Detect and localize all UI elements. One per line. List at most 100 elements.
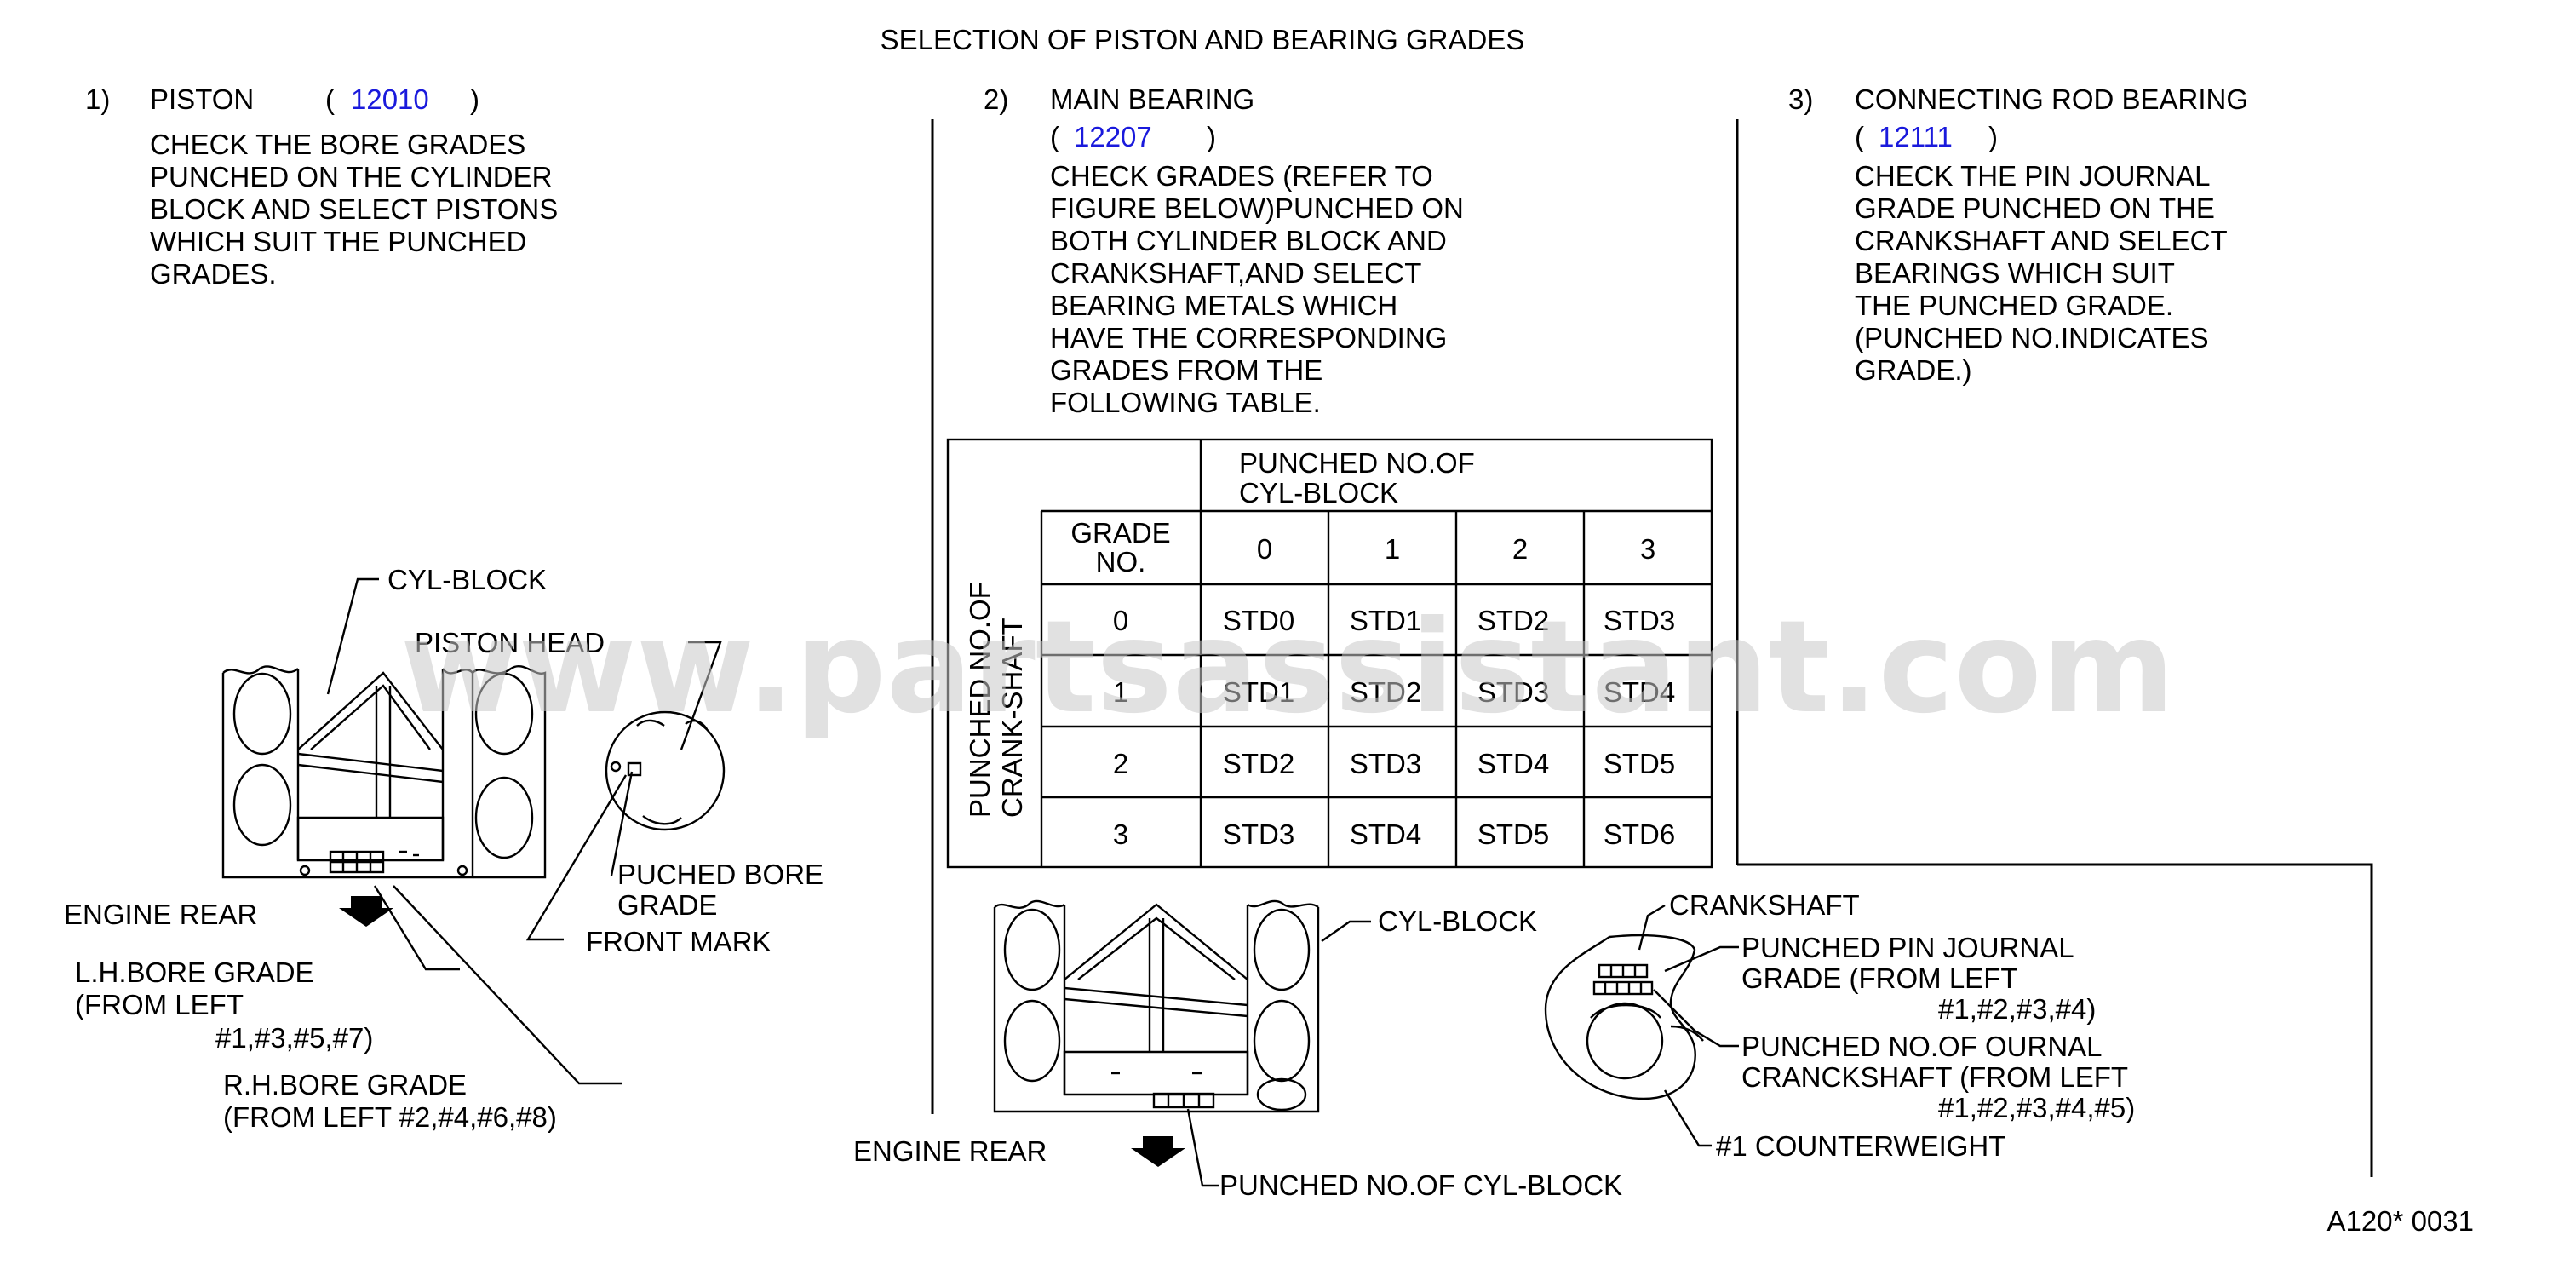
table-col-1: 1 bbox=[1385, 533, 1400, 565]
table-row-grade: 1 bbox=[1113, 676, 1128, 708]
section3-line: CHECK THE PIN JOURNAL bbox=[1855, 160, 2210, 192]
table-cell: STD3 bbox=[1604, 605, 1675, 636]
label-crank-no: CRANCKSHAFT (FROM LEFT bbox=[1741, 1061, 2128, 1093]
section2-paren-open: ( bbox=[1050, 121, 1059, 152]
label-crank-no: PUNCHED NO.OF OURNAL bbox=[1741, 1031, 2103, 1062]
section1-part-link[interactable]: 12010 bbox=[351, 83, 429, 115]
section2-line: FOLLOWING TABLE. bbox=[1050, 387, 1321, 418]
section1-cylinder-block-drawing bbox=[221, 665, 547, 879]
label-pin-journal: PUNCHED PIN JOURNAL bbox=[1741, 932, 2074, 963]
table-grade-label: GRADE bbox=[1070, 517, 1170, 549]
table-cell: STD4 bbox=[1477, 748, 1549, 779]
table-cell: STD5 bbox=[1477, 819, 1549, 850]
section1-line: GRADES. bbox=[150, 258, 277, 290]
table-cell: STD2 bbox=[1350, 676, 1421, 708]
label-lh-bore: (FROM LEFT bbox=[75, 989, 244, 1020]
label-punched-cyl-block: PUNCHED NO.OF CYL-BLOCK bbox=[1219, 1169, 1622, 1201]
section1-line: CHECK THE BORE GRADES bbox=[150, 129, 525, 160]
footer-code: A120* 0031 bbox=[2327, 1205, 2475, 1237]
section2-part-link[interactable]: 12207 bbox=[1074, 121, 1152, 152]
section2-leaders bbox=[1186, 920, 1371, 1187]
table-grade-label: NO. bbox=[1096, 546, 1146, 577]
table-cell: STD1 bbox=[1350, 605, 1421, 636]
section1-heading: PISTON bbox=[150, 83, 254, 115]
section1-number: 1) bbox=[85, 83, 110, 115]
label-crank-no: #1,#2,#3,#4,#5) bbox=[1938, 1092, 2135, 1123]
section2-line: FIGURE BELOW)PUNCHED ON bbox=[1050, 192, 1464, 224]
table-col-header: PUNCHED NO.OF bbox=[1239, 447, 1475, 479]
label-puched-bore: GRADE bbox=[617, 889, 717, 921]
section1-body: CHECK THE BORE GRADES PUNCHED ON THE CYL… bbox=[150, 129, 558, 290]
page-title: SELECTION OF PISTON AND BEARING GRADES bbox=[881, 24, 1525, 55]
label-engine-rear-1: ENGINE REAR bbox=[64, 899, 257, 930]
divider-right-bracket bbox=[1737, 863, 2373, 1177]
section3-line: CRANKSHAFT AND SELECT bbox=[1855, 225, 2228, 256]
section3-line: BEARINGS WHICH SUIT bbox=[1855, 257, 2175, 289]
watermark: www.partsassistant.com bbox=[400, 594, 2175, 742]
table-cell: STD1 bbox=[1223, 676, 1294, 708]
section1-paren-close: ) bbox=[470, 83, 479, 115]
section1-paren-open: ( bbox=[325, 83, 335, 115]
section3-paren-open: ( bbox=[1855, 121, 1864, 152]
label-counterweight: #1 COUNTERWEIGHT bbox=[1716, 1130, 2005, 1162]
section2-line: BOTH CYLINDER BLOCK AND bbox=[1050, 225, 1447, 256]
section3-number: 3) bbox=[1788, 83, 1813, 115]
section2-line: BEARING METALS WHICH bbox=[1050, 290, 1397, 321]
table-cell: STD3 bbox=[1477, 676, 1549, 708]
section2-body: CHECK GRADES (REFER TO FIGURE BELOW)PUNC… bbox=[1050, 160, 1464, 418]
section1-leaders bbox=[326, 577, 722, 1085]
section2-paren-close: ) bbox=[1207, 121, 1216, 152]
table-row-header: PUNCHED NO.OF bbox=[964, 582, 995, 818]
label-lh-bore: L.H.BORE GRADE bbox=[75, 957, 314, 988]
table-cell: STD2 bbox=[1223, 748, 1294, 779]
table-row-grade: 2 bbox=[1113, 748, 1128, 779]
table-cell: STD2 bbox=[1477, 605, 1549, 636]
section1-line: BLOCK AND SELECT PISTONS bbox=[150, 193, 558, 225]
section2-cylinder-block-drawing bbox=[993, 899, 1320, 1113]
section3-body: CHECK THE PIN JOURNAL GRADE PUNCHED ON T… bbox=[1855, 160, 2228, 386]
table-col-0: 0 bbox=[1257, 533, 1272, 565]
label-piston-head: PISTON HEAD bbox=[415, 627, 605, 658]
section2-line: CRANKSHAFT,AND SELECT bbox=[1050, 257, 1421, 289]
table-row-grade: 3 bbox=[1113, 819, 1128, 850]
label-cyl-block-1: CYL-BLOCK bbox=[387, 564, 547, 595]
piston-head-drawing bbox=[605, 710, 726, 831]
table-cell: STD5 bbox=[1604, 748, 1675, 779]
crankshaft-leaders bbox=[1638, 904, 1739, 1147]
engine-rear-arrow-icon-2 bbox=[1131, 1136, 1185, 1167]
section3-line: THE PUNCHED GRADE. bbox=[1855, 290, 2173, 321]
label-crankshaft: CRANKSHAFT bbox=[1669, 889, 1860, 921]
table-cell: STD4 bbox=[1604, 676, 1675, 708]
label-lh-bore: #1,#3,#5,#7) bbox=[215, 1022, 373, 1054]
section2-line: CHECK GRADES (REFER TO bbox=[1050, 160, 1433, 192]
table-col-3: 3 bbox=[1640, 533, 1655, 565]
label-rh-bore: R.H.BORE GRADE bbox=[223, 1069, 467, 1100]
table-row-grade: 0 bbox=[1113, 605, 1128, 636]
section1-line: PUNCHED ON THE CYLINDER bbox=[150, 161, 552, 192]
section3-line: (PUNCHED NO.INDICATES bbox=[1855, 322, 2209, 353]
label-engine-rear-2: ENGINE REAR bbox=[853, 1135, 1047, 1167]
table-cell: STD4 bbox=[1350, 819, 1421, 850]
label-rh-bore: (FROM LEFT #2,#4,#6,#8) bbox=[223, 1101, 557, 1133]
engine-rear-arrow-icon bbox=[339, 896, 393, 927]
crankshaft-drawing bbox=[1544, 934, 1704, 1100]
grade-table bbox=[946, 438, 1713, 869]
table-col-header: CYL-BLOCK bbox=[1239, 477, 1398, 508]
label-cyl-block-2: CYL-BLOCK bbox=[1378, 905, 1537, 937]
label-pin-journal: #1,#2,#3,#4) bbox=[1938, 993, 2096, 1025]
table-cell: STD0 bbox=[1223, 605, 1294, 636]
section3-line: GRADE.) bbox=[1855, 354, 1972, 386]
section2-heading: MAIN BEARING bbox=[1050, 83, 1254, 115]
table-cell: STD3 bbox=[1223, 819, 1294, 850]
section3-line: GRADE PUNCHED ON THE bbox=[1855, 192, 2215, 224]
table-col-2: 2 bbox=[1512, 533, 1528, 565]
section3-heading: CONNECTING ROD BEARING bbox=[1855, 83, 2248, 115]
section1-line: WHICH SUIT THE PUNCHED bbox=[150, 226, 526, 257]
section2-number: 2) bbox=[984, 83, 1008, 115]
section2-line: HAVE THE CORRESPONDING bbox=[1050, 322, 1447, 353]
section3-paren-close: ) bbox=[1988, 121, 1998, 152]
section3-part-link[interactable]: 12111 bbox=[1879, 121, 1953, 152]
label-puched-bore: PUCHED BORE bbox=[617, 859, 823, 890]
table-row-header: CRANK-SHAFT bbox=[996, 618, 1028, 818]
